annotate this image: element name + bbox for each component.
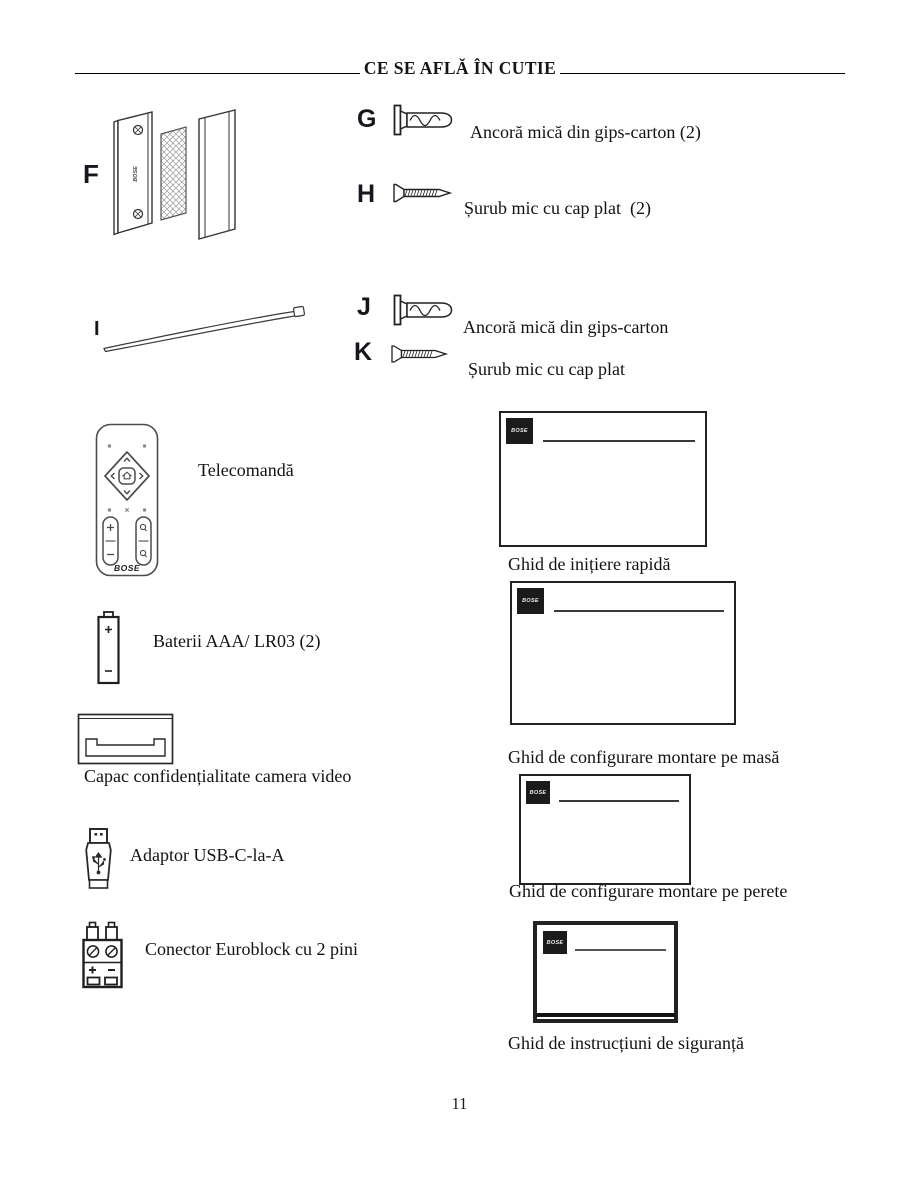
item-letter-j: J <box>357 293 371 321</box>
page-header: CE SE AFLĂ ÎN CUTIE <box>75 58 845 79</box>
item-letter-h: H <box>357 180 376 208</box>
arrow-down-icon <box>123 490 131 495</box>
guide-cover-rule <box>575 949 666 951</box>
item-letter-k: K <box>354 338 373 366</box>
guide-cover-rule <box>543 440 695 442</box>
drywall-anchor-icon <box>393 104 453 136</box>
svg-text:BOSE: BOSE <box>133 166 139 182</box>
guide-cover-rule <box>554 610 724 612</box>
arrow-up-icon <box>123 457 131 462</box>
item-label-remote: Telecomandă <box>198 460 294 480</box>
guide-cover-rule <box>559 800 679 802</box>
drywall-anchor-icon <box>393 294 453 326</box>
euroblock-connector-icon <box>82 921 123 989</box>
quick-start-guide-booklet: BOSE <box>499 411 707 547</box>
bose-logo: BOSE <box>543 931 567 954</box>
header-rule-right <box>560 73 845 74</box>
remote-mute-icon <box>107 508 112 512</box>
item-label-k: Șurub mic cu cap plat <box>468 359 625 379</box>
item-label-h: Șurub mic cu cap plat (2) <box>464 198 651 218</box>
flat-head-screw-icon <box>393 183 453 203</box>
bose-logo: BOSE <box>506 418 533 444</box>
home-button-icon <box>118 467 136 485</box>
page-number: 11 <box>451 1094 468 1113</box>
remote-control-icon: BOSE <box>95 423 159 577</box>
safety-guide-booklet: BOSE <box>533 921 678 1023</box>
cable-tie-icon <box>103 305 306 353</box>
item-letter-f: F <box>83 159 99 189</box>
remote-power-icon <box>142 444 147 448</box>
guide-label-safety: Ghid de instrucțiuni de siguranță <box>508 1033 744 1053</box>
item-letter-g: G <box>357 105 377 133</box>
page-title: CE SE AFLĂ ÎN CUTIE <box>363 58 557 78</box>
guide-label-wall-mount: Ghid de configurare montare pe perete <box>509 881 788 901</box>
camera-privacy-cover-icon <box>77 713 174 765</box>
item-label-usb-adapter: Adaptor USB-C-la-A <box>130 845 285 865</box>
item-letter-i: I <box>94 318 100 340</box>
item-label-g: Ancoră mică din gips-carton (2) <box>470 122 701 142</box>
wall-mount-guide-booklet: BOSE <box>519 774 691 885</box>
arrow-right-icon <box>139 472 144 480</box>
item-label-batteries: Baterii AAA/ LR03 (2) <box>153 631 321 651</box>
remote-a-icon <box>142 508 147 512</box>
booklet-pages-bar <box>536 1013 675 1017</box>
table-mount-guide-booklet: BOSE <box>510 581 736 725</box>
bose-logo: BOSE <box>526 781 550 804</box>
remote-call-icon <box>107 444 112 448</box>
bose-logo: BOSE <box>517 588 544 614</box>
remote-x-icon <box>124 507 130 513</box>
header-rule-left <box>75 73 360 74</box>
wall-bracket-kit-icon: BOSE <box>113 109 236 240</box>
guide-label-table-mount: Ghid de configurare montare pe masă <box>508 747 780 767</box>
item-label-camera-cover: Capac confidențialitate camera video <box>84 766 352 786</box>
usb-adapter-icon <box>85 828 112 889</box>
arrow-left-icon <box>110 472 115 480</box>
usb-trident-icon <box>92 851 105 871</box>
battery-icon <box>97 611 120 685</box>
item-label-j: Ancoră mică din gips-carton <box>463 317 669 337</box>
flat-head-screw-icon <box>391 345 449 363</box>
item-label-euroblock: Conector Euroblock cu 2 pini <box>145 939 358 959</box>
bose-logo: BOSE <box>114 563 140 573</box>
guide-label-quick-start: Ghid de inițiere rapidă <box>508 554 671 574</box>
